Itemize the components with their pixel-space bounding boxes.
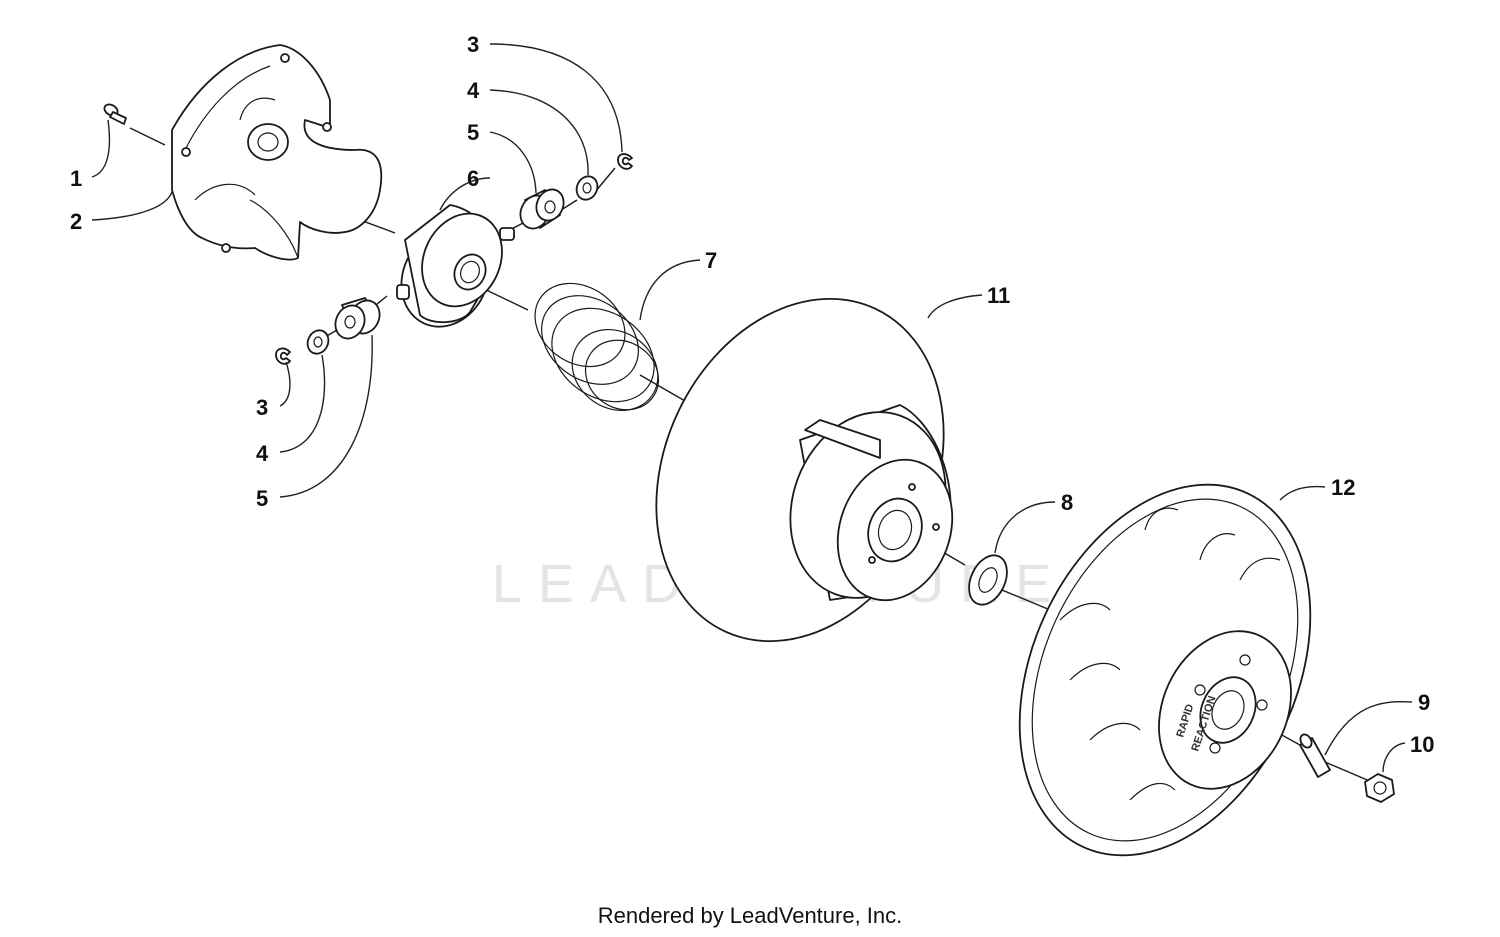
callout-3-top: 3: [467, 32, 479, 57]
part-4-washer-bottom: [306, 329, 330, 355]
part-5-roller-top: [519, 188, 565, 230]
exploded-parts-diagram: LEADVENTURE: [70, 32, 1434, 857]
part-8-washer: [968, 554, 1008, 606]
leader-lines: [91, 43, 1413, 773]
footer-credit: Rendered by LeadVenture, Inc.: [597, 903, 903, 928]
callout-4-top: 4: [467, 78, 480, 103]
callout-5-top: 5: [467, 120, 479, 145]
callout-10: 10: [1410, 732, 1434, 757]
callout-1: 1: [70, 166, 82, 191]
callout-4-bottom: 4: [256, 441, 269, 466]
callout-5-bottom: 5: [256, 486, 268, 511]
callout-2: 2: [70, 209, 82, 234]
part-11-movable-sheave: [655, 297, 954, 643]
callout-12: 12: [1331, 475, 1355, 500]
part-1-screw: [103, 103, 127, 125]
part-6-spider: [396, 204, 515, 328]
callout-11: 11: [987, 283, 1010, 308]
part-3-eclip-top: [617, 153, 633, 170]
part-7-spring: [534, 282, 660, 412]
callout-8: 8: [1061, 490, 1073, 515]
part-2-cover: [171, 44, 383, 261]
callout-labels: 1 2 3 4 5 6 7 11 3 4 5 8 12 9 10: [70, 32, 1434, 757]
part-3-eclip-bottom: [275, 347, 291, 365]
part-5-roller-bottom: [334, 297, 381, 340]
callout-9: 9: [1418, 690, 1430, 715]
callout-3-bottom: 3: [256, 395, 268, 420]
part-12-fixed-sheave: RAPID REACTION: [1018, 483, 1312, 857]
part-9-stud: [1299, 733, 1331, 778]
part-4-washer-top: [575, 175, 599, 201]
part-10-nut: [1364, 773, 1395, 803]
callout-7: 7: [705, 248, 717, 273]
callout-6: 6: [467, 166, 479, 191]
